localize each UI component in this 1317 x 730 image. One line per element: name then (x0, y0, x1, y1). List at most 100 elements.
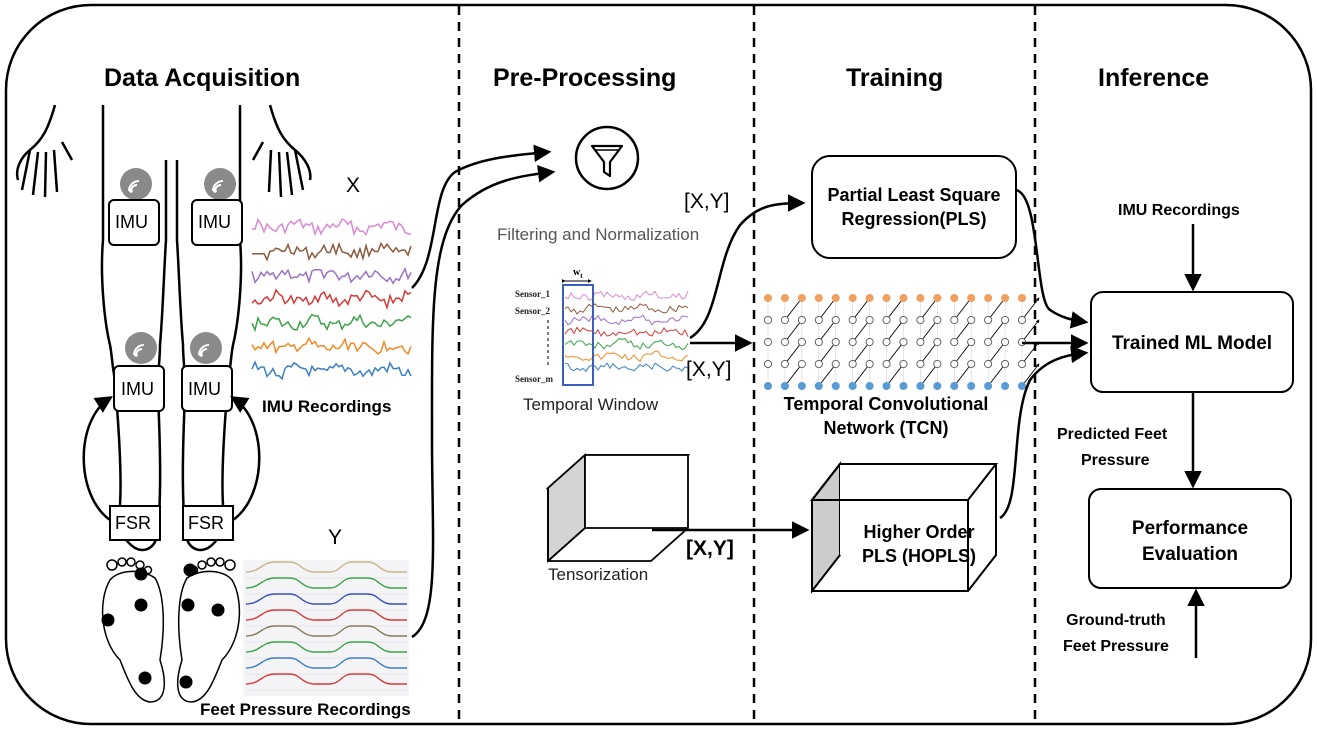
tcn-edge (1021, 341, 1040, 365)
tcn-node (831, 381, 840, 391)
tcn-edge (784, 297, 803, 321)
ground-truth-line-2: Feet Pressure (1063, 637, 1169, 655)
tcn-node (865, 381, 874, 391)
tcn-node (1017, 359, 1027, 369)
tcn-edge (886, 297, 904, 321)
signal-trace (251, 288, 412, 311)
tcn-node (950, 315, 959, 325)
wifi-icon (190, 332, 222, 364)
xy-filter-label: [X,Y] (684, 190, 730, 213)
pls-line-1: Partial Least Square (827, 185, 1001, 205)
tcn-node (814, 337, 823, 347)
tcn-node (899, 315, 908, 325)
tcn-network (763, 293, 1040, 391)
tcn-node (814, 315, 823, 325)
tcn-edge (886, 341, 904, 365)
tcn-node (899, 381, 908, 391)
tensor-cube (545, 452, 691, 564)
tcn-node (831, 315, 840, 325)
tcn-node (1017, 315, 1027, 325)
fsr-to-imu-arrow (82, 396, 113, 522)
tcn-node (984, 315, 993, 325)
signal-trace (251, 241, 412, 262)
tcn-node (967, 293, 976, 303)
tcn-edge (920, 319, 938, 343)
hopls-cube (809, 461, 999, 594)
tcn-node (967, 359, 976, 369)
tcn-edge (920, 341, 938, 365)
tcn-node (848, 337, 857, 347)
tcn-node (933, 337, 942, 347)
tcn-edge (852, 363, 871, 387)
temporal-window-plot (564, 290, 689, 372)
pressure-signal-plot (245, 561, 408, 691)
tcn-node (984, 337, 993, 347)
imu-label: IMU (121, 379, 154, 399)
hopls-line-1: Higher Order (863, 522, 975, 542)
fsr-label: FSR (115, 513, 151, 533)
tcn-node (797, 293, 806, 303)
tcn-edge (987, 297, 1006, 321)
tcn-node (950, 337, 959, 347)
tcn-edge (920, 297, 938, 321)
fsr-to-imu-arrow (230, 396, 261, 522)
signal-trace (564, 362, 689, 372)
pls-line-2: Regression(PLS) (841, 209, 987, 230)
y-label: Y (328, 526, 343, 549)
temporal-window-label: Temporal Window (523, 395, 659, 414)
hopls-box-label: Higher Order PLS (HOPLS) (842, 520, 996, 569)
tcn-edge (953, 363, 972, 387)
tcn-node (916, 315, 925, 325)
temporal-window-box (562, 284, 594, 386)
tcn-node (848, 293, 857, 303)
filter-funnel-icon (574, 125, 640, 191)
predicted-line-1: Predicted Feet (1057, 426, 1168, 443)
tcn-line-2: Network (TCN) (823, 418, 949, 439)
ground-truth-label: Ground-truth Feet Pressure (1063, 608, 1169, 659)
section-title-inference: Inference (1098, 64, 1210, 92)
tcn-node (899, 337, 908, 347)
tcn-node (814, 381, 823, 391)
tcn-node (967, 337, 976, 347)
signal-trace (564, 337, 689, 351)
tcn-node (814, 359, 823, 369)
tcn-node (882, 337, 891, 347)
performance-box (1088, 488, 1292, 589)
tcn-edge (852, 319, 871, 343)
filtering-label: Filtering and Normalization (497, 225, 700, 244)
section-title-training: Training (846, 64, 944, 92)
window-width-label: wt (573, 268, 583, 280)
tcn-node (1001, 359, 1010, 369)
sensor-2-label: Sensor_2 (515, 306, 551, 316)
imu-label: IMU (188, 379, 221, 399)
x-label: X (346, 174, 361, 197)
tcn-node (984, 381, 993, 391)
tcn-edge (818, 297, 837, 321)
tcn-edge (953, 297, 972, 321)
tcn-edge (987, 363, 1006, 387)
feet-outline (101, 557, 241, 703)
performance-line-1: Performance (1131, 518, 1249, 539)
imu-recordings-label: IMU Recordings (262, 397, 392, 416)
sensor-m-label: Sensor_m (515, 374, 553, 384)
xy-window-label: [X,Y] (686, 358, 732, 381)
inference-imu-recordings-label: IMU Recordings (1118, 202, 1240, 219)
outer-frame (4, 3, 1313, 726)
tcn-node (1001, 315, 1010, 325)
tcn-node (814, 293, 823, 303)
signal-trace (251, 217, 412, 237)
pressure-trace (245, 657, 407, 669)
imu-box (113, 365, 165, 412)
tcn-node (882, 381, 891, 391)
pls-box-label: Partial Least Square Regression(PLS) (812, 183, 1016, 232)
pressure-trace (245, 561, 407, 573)
tcn-edge (818, 341, 837, 365)
imu-signal-plot (251, 217, 412, 381)
tcn-edge (987, 341, 1006, 365)
pressure-plot-background (243, 560, 409, 696)
signal-trace (564, 290, 689, 302)
tcn-node (848, 381, 857, 391)
pls-box (811, 155, 1017, 259)
tcn-edge (953, 319, 972, 343)
tcn-node (797, 381, 806, 391)
